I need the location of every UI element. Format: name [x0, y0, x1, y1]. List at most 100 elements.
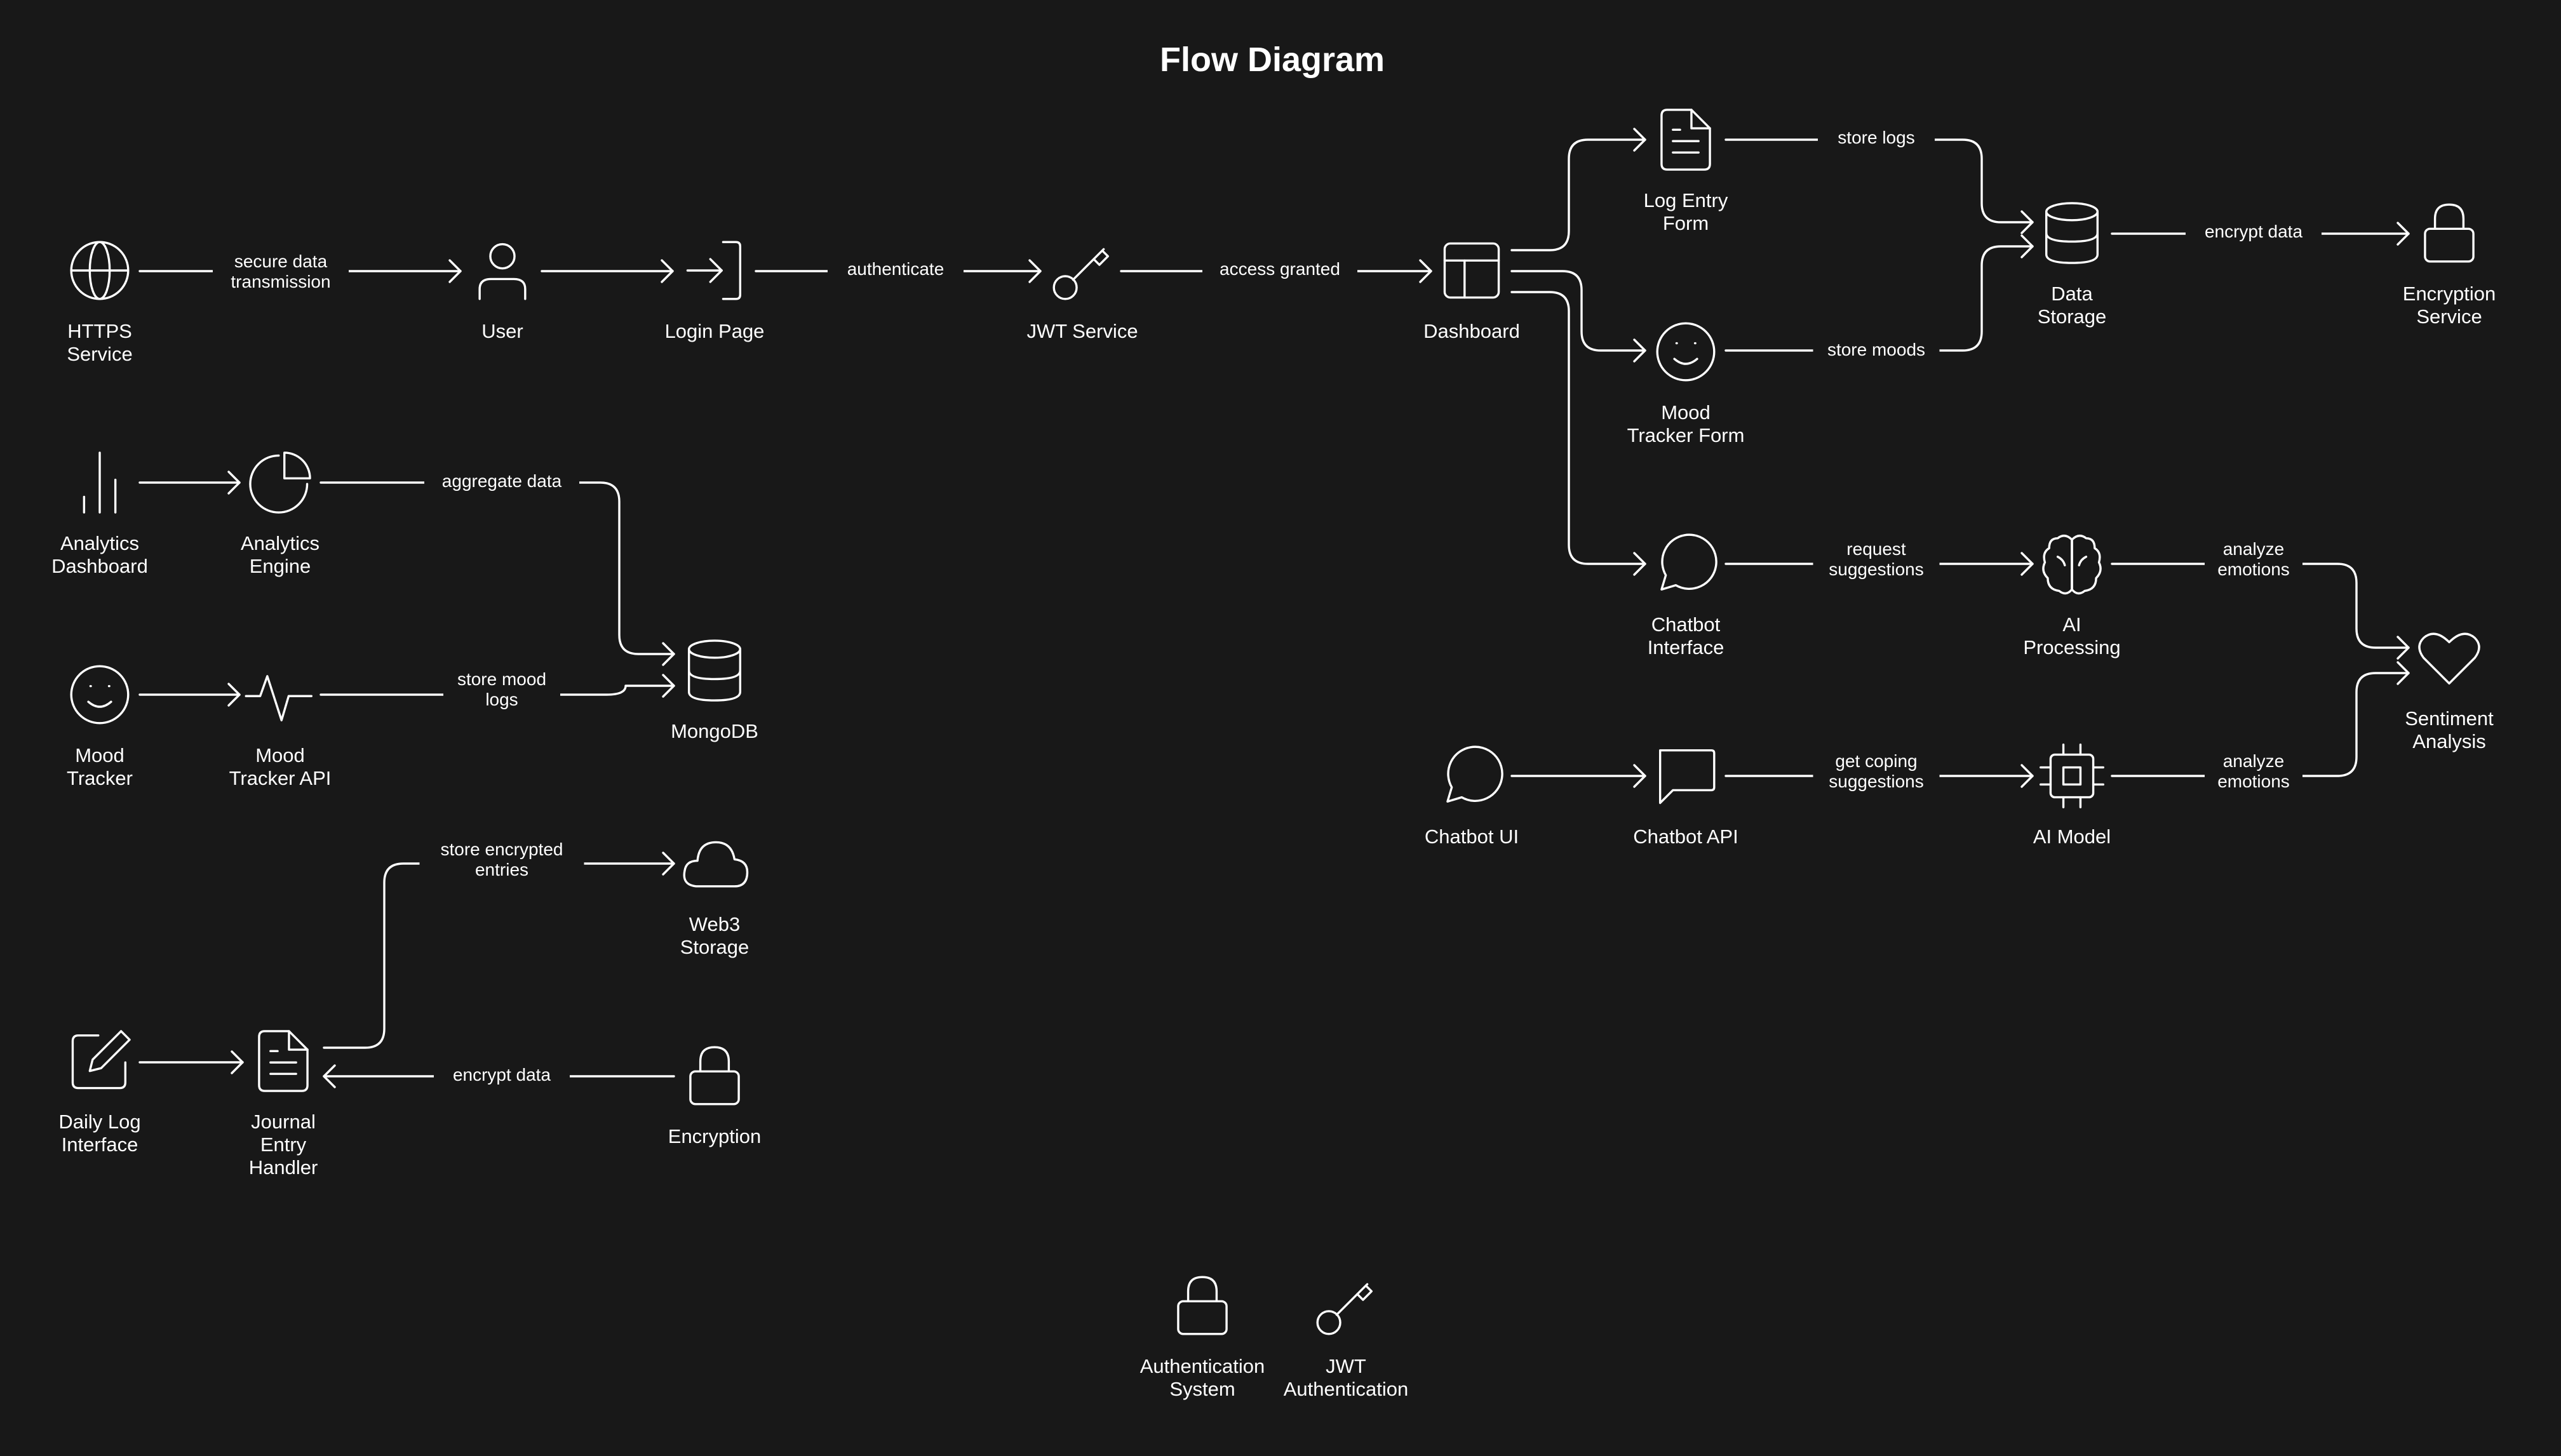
edge-arrowhead: [1633, 338, 1646, 363]
node-label: Handler: [249, 1156, 318, 1179]
edge-line: [1724, 138, 2034, 224]
edge-label-bg: [2205, 535, 2302, 582]
node-login[interactable]: Login Page: [665, 241, 765, 342]
edge-label-bg: [2186, 218, 2322, 244]
node-label: Tracker: [67, 767, 133, 789]
node-label: Service: [2416, 305, 2482, 328]
node-label: Analytics: [60, 532, 139, 554]
edge-arrowhead: [1028, 259, 1042, 283]
layout-icon: [1443, 242, 1500, 299]
diagram-title: Flow Diagram: [1160, 41, 1385, 79]
edge-label-bg: [434, 1062, 570, 1087]
edge-arrowhead: [1633, 128, 1646, 152]
edge-label: suggestions: [1829, 771, 1923, 791]
edge-logentry-datastore: store logs: [1724, 124, 2034, 234]
node-label: AI Model: [2033, 825, 2111, 848]
node-aimodel[interactable]: AI Model: [2033, 744, 2111, 848]
edge-label: store moods: [1827, 340, 1925, 359]
node-chatui[interactable]: Chatbot UI: [1425, 745, 1519, 848]
edge-moodform-datastore: store moods: [1724, 234, 2034, 362]
node-label: Encryption: [2403, 283, 2496, 305]
edge-label: authenticate: [847, 259, 944, 279]
edge-dashboard-chatbot: [1510, 291, 1646, 576]
smile-icon: [1656, 322, 1716, 382]
edge-label: encrypt data: [2205, 222, 2303, 241]
edge-label-bg: [1813, 337, 1940, 362]
database-icon: [2045, 202, 2099, 264]
node-mongo[interactable]: MongoDB: [671, 639, 758, 742]
node-label: Entry: [260, 1133, 307, 1156]
node-label: Mood: [75, 744, 124, 766]
edge-label: request: [1846, 539, 1906, 559]
key-icon: [1316, 1283, 1373, 1335]
node-label: System: [1169, 1378, 1235, 1400]
node-label: Form: [1663, 212, 1709, 234]
edge-line: [2111, 563, 2410, 649]
key-icon: [1052, 248, 1110, 300]
edge-label: aggregate data: [442, 471, 562, 491]
edge-label-bg: [213, 248, 349, 295]
edge-label-bg: [1202, 256, 1357, 281]
file-text-icon: [258, 1030, 309, 1092]
node-label: HTTPS: [67, 320, 132, 342]
edge-label: get coping: [1835, 751, 1917, 771]
node-dashboard[interactable]: Dashboard: [1423, 242, 1520, 342]
node-label: Storage: [680, 936, 749, 958]
globe-icon: [70, 241, 130, 300]
node-label: Interface: [62, 1133, 138, 1156]
edge-user-login: [541, 259, 674, 283]
edge-arrowhead: [2396, 661, 2410, 685]
edge-line: [1724, 245, 2034, 352]
lock-icon: [2424, 203, 2475, 263]
edge-dailylog-journal: [138, 1050, 244, 1074]
edge-arrowhead: [2020, 210, 2034, 234]
node-label: Journal: [251, 1111, 316, 1133]
edge-encryption-journal: encrypt data: [323, 1062, 675, 1088]
edge-arrowhead: [1633, 764, 1646, 788]
message-circle-icon: [1660, 533, 1717, 591]
node-label: Engine: [250, 555, 311, 577]
node-label: Log Entry: [1644, 189, 1728, 211]
node-label: Chatbot: [1651, 613, 1721, 636]
heart-icon: [2418, 632, 2480, 685]
node-encryption[interactable]: Encryption: [668, 1046, 761, 1147]
node-label: Analytics: [241, 532, 319, 554]
database-icon: [687, 639, 742, 702]
edge-label: store encrypted: [441, 839, 563, 859]
edge-arrowhead: [1633, 552, 1646, 576]
message-square-icon: [1658, 749, 1716, 805]
node-label: Storage: [2038, 305, 2107, 328]
edge-anadash-anaeng: [138, 471, 241, 495]
node-label: MongoDB: [671, 720, 758, 742]
edge-label-bg: [1818, 124, 1935, 150]
node-jwt[interactable]: JWT Service: [1026, 248, 1138, 342]
edge-arrowhead: [662, 852, 675, 876]
node-label: Mood: [255, 744, 305, 766]
node-user[interactable]: User: [478, 243, 527, 342]
node-label: Dashboard: [51, 555, 148, 577]
node-chatapi[interactable]: Chatbot API: [1633, 749, 1738, 848]
edge-label: access granted: [1220, 259, 1340, 279]
edge-jwt-dashboard: access granted: [1120, 256, 1432, 283]
